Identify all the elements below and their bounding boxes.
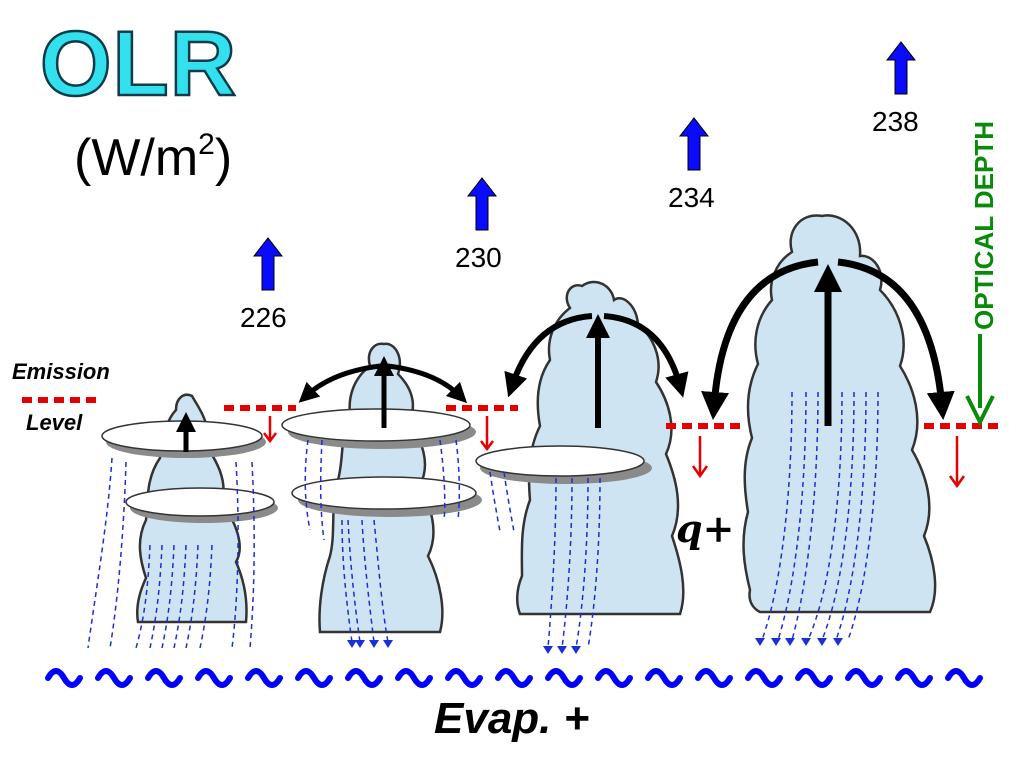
convective-cloud-4 bbox=[701, 214, 955, 646]
olr-flux-arrows bbox=[252, 41, 917, 291]
ocean-wave-icon bbox=[445, 668, 483, 688]
emission-level-lines bbox=[22, 397, 1000, 429]
cloud-4-right-outflow-arrow bbox=[837, 258, 955, 420]
down-arrow-icon bbox=[480, 416, 494, 452]
ocean-wave-icon bbox=[495, 668, 533, 688]
ocean-wave-icon bbox=[945, 668, 983, 688]
ocean-wave-icon bbox=[45, 668, 83, 688]
cloud-1-rain-streaks bbox=[87, 457, 255, 649]
cloud-4-body bbox=[742, 214, 937, 614]
cloud-3-rain-streaks bbox=[489, 471, 601, 649]
cloud-4-rain-drops bbox=[755, 638, 843, 646]
cloud-4-rain-streaks bbox=[761, 391, 879, 641]
ocean-wave-icon bbox=[795, 668, 833, 688]
cloud-2-rain-streaks bbox=[304, 439, 461, 643]
olr-value-4: 238 bbox=[872, 106, 919, 137]
down-arrow-icon bbox=[948, 436, 966, 489]
cloud-3-left-outflow-arrow bbox=[504, 313, 593, 398]
subsidence-arrows bbox=[263, 416, 966, 489]
units-base: (W/m bbox=[74, 129, 199, 187]
cloud-1-lower-anvil bbox=[125, 487, 275, 517]
ocean-wave-icon bbox=[595, 668, 633, 688]
up-arrow-icon bbox=[466, 177, 498, 231]
ocean-wave-icon bbox=[395, 668, 433, 688]
olr-value-3: 234 bbox=[668, 182, 715, 213]
ocean-wave-icon bbox=[345, 668, 383, 688]
ocean-wave-icon bbox=[845, 668, 883, 688]
cloud-2-rain-drops bbox=[347, 640, 393, 648]
up-arrow-icon bbox=[678, 117, 710, 171]
olr-title: OLR bbox=[39, 13, 238, 115]
units-label: (W/m2) bbox=[74, 129, 233, 187]
olr-value-2: 230 bbox=[455, 242, 502, 273]
ocean-wave-icon bbox=[895, 668, 933, 688]
units-close: ) bbox=[214, 129, 233, 187]
convective-cloud-3 bbox=[475, 280, 689, 654]
ocean-waves bbox=[45, 668, 983, 688]
cloud-2-upper-anvil bbox=[281, 408, 471, 442]
up-arrow-icon bbox=[252, 237, 284, 291]
down-arrow-icon bbox=[691, 436, 709, 479]
ocean-wave-icon bbox=[695, 668, 733, 688]
down-arrow-icon bbox=[263, 416, 277, 444]
cloud-3-right-outflow-arrow bbox=[603, 313, 689, 398]
ocean-wave-icon bbox=[195, 668, 233, 688]
convective-cloud-1 bbox=[87, 393, 278, 649]
ocean-wave-icon bbox=[645, 668, 683, 688]
cloud-3-rain-drops bbox=[543, 646, 581, 654]
ocean-wave-icon bbox=[95, 668, 133, 688]
level-label: Level bbox=[26, 410, 83, 435]
ocean-wave-icon bbox=[545, 668, 583, 688]
humidity-label: q+ bbox=[676, 506, 735, 551]
cloud-4-left-outflow-arrow bbox=[701, 258, 819, 420]
cloud-3-anvil bbox=[475, 445, 645, 477]
units-exponent: 2 bbox=[198, 128, 215, 161]
ocean-wave-icon bbox=[245, 668, 283, 688]
cloud-2-right-outflow-arrow bbox=[387, 363, 468, 404]
cloud-2-left-outflow-arrow bbox=[298, 363, 381, 403]
convective-cloud-2 bbox=[281, 342, 482, 648]
cloud-2-lower-anvil bbox=[291, 476, 477, 510]
ocean-wave-icon bbox=[145, 668, 183, 688]
ocean-wave-icon bbox=[745, 668, 783, 688]
optical-depth-arrow bbox=[965, 334, 995, 427]
olr-value-1: 226 bbox=[240, 302, 287, 333]
evaporation-label: Evap. + bbox=[434, 694, 590, 743]
optical-depth-label: OPTICAL DEPTH bbox=[969, 121, 999, 330]
ocean-wave-icon bbox=[295, 668, 333, 688]
cloud-1-upper-anvil bbox=[101, 420, 263, 452]
up-arrow-icon bbox=[885, 41, 917, 95]
emission-label: Emission bbox=[12, 359, 110, 384]
